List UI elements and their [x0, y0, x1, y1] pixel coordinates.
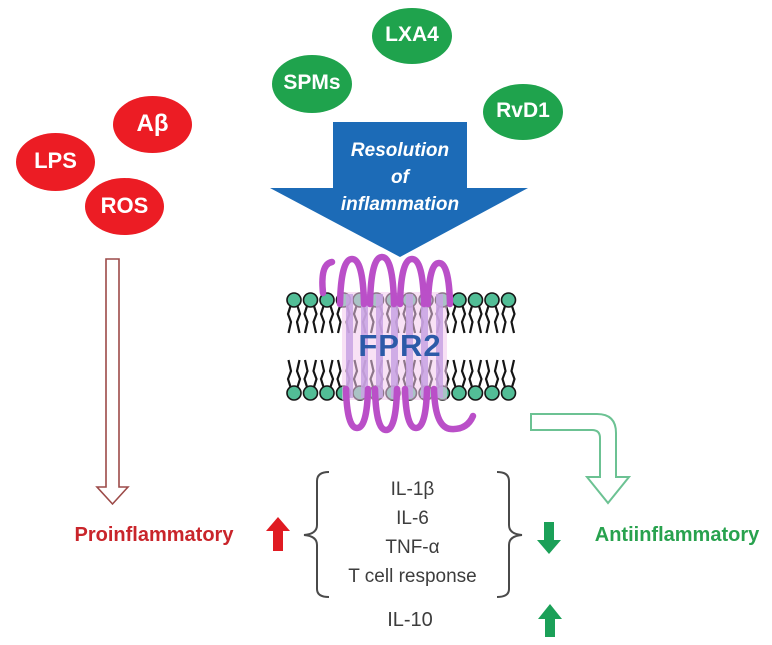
ligand-label: LXA4 — [385, 23, 439, 46]
cytokine-item: T cell response — [348, 566, 477, 587]
ligand-label: Aβ — [136, 109, 169, 137]
ligand-oval-lxa4: LXA4 — [372, 8, 452, 64]
ligand-label: RvD1 — [496, 99, 550, 122]
ligand-oval-abeta: Aβ — [113, 96, 192, 153]
ligand-oval-spms: SPMs — [272, 55, 352, 113]
ligand-label: LPS — [34, 148, 77, 173]
cytokine-item: TNF-α — [385, 537, 440, 558]
green-down-arrow — [537, 522, 561, 554]
resolution-arrow-text: Resolution of inflammation — [322, 137, 478, 218]
cytokine-item: IL-6 — [396, 508, 429, 529]
resolution-down-arrow — [270, 122, 528, 257]
bracket-left — [303, 471, 330, 598]
proinflammatory-outline-arrow — [95, 258, 130, 506]
proinflammatory-label: Proinflammatory — [74, 524, 234, 546]
cytokine-item: IL-1β — [390, 479, 435, 500]
antiinflammatory-elbow-arrow — [530, 413, 632, 505]
fpr2-receptor-squiggle — [319, 253, 477, 434]
ligand-oval-rvd1: RvD1 — [483, 84, 563, 140]
resolution-line-3: inflammation — [340, 194, 460, 215]
green-up-arrow — [538, 604, 562, 637]
resolution-line-1: Resolution — [350, 140, 450, 161]
red-up-arrow — [266, 517, 290, 551]
fpr2-receptor-label: FPR2 — [358, 328, 442, 363]
resolution-line-2: of — [391, 167, 409, 188]
ligand-label: ROS — [100, 192, 149, 218]
ligand-label: SPMs — [283, 71, 341, 94]
increased-cytokine-label: IL-10 — [387, 609, 433, 631]
bracket-right — [496, 471, 523, 598]
decreased-cytokine-list: IL-1β IL-6 TNF-α T cell response — [330, 475, 495, 591]
antiinflammatory-label: Antiinflammatory — [594, 524, 760, 546]
ligand-oval-lps: LPS — [16, 133, 95, 191]
ligand-oval-ros: ROS — [85, 178, 164, 235]
